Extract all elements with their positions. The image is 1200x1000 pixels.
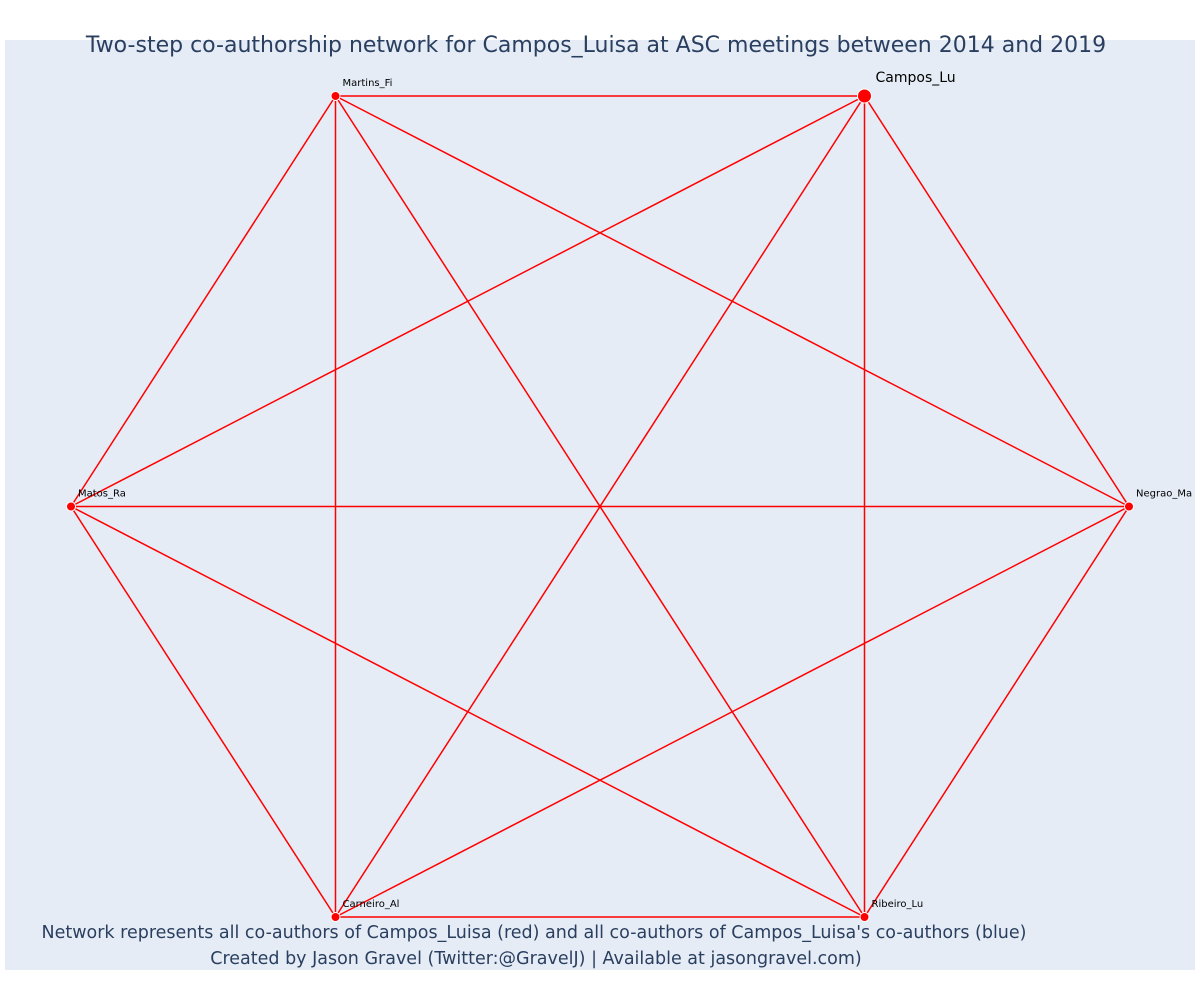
node-label-martins-fi: Martins_Fi (343, 78, 393, 89)
edge-martins-fi-matos-ra (70, 95, 337, 507)
node-ribeiro-lu[interactable] (859, 912, 870, 922)
edge-matos-ra-ribeiro-lu (70, 505, 865, 918)
footer-line-2: Created by Jason Gravel (Twitter:@Gravel… (210, 949, 861, 969)
node-label-negrao-ma: Negrao_Ma (1136, 489, 1192, 500)
footer-line-1: Network represents all co-authors of Cam… (42, 923, 1027, 943)
node-label-campos-lu: Campos_Lu (876, 70, 956, 86)
edge-ribeiro-lu-negrao-ma (863, 506, 1130, 918)
edge-carneiro-al-negrao-ma (335, 505, 1130, 918)
node-label-carneiro-al: Carneiro_Al (343, 899, 400, 910)
nodes-layer (66, 88, 1134, 922)
edge-campos-lu-matos-ra (70, 95, 865, 508)
node-label-ribeiro-lu: Ribeiro_Lu (872, 899, 924, 910)
edges-layer (70, 95, 1130, 918)
node-label-matos-ra: Matos_Ra (78, 489, 126, 500)
plot-background (5, 40, 1195, 970)
node-campos-lu[interactable] (857, 88, 872, 104)
edge-matos-ra-carneiro-al (70, 506, 337, 918)
node-martins-fi[interactable] (330, 91, 341, 101)
node-matos-ra[interactable] (66, 501, 76, 512)
node-negrao-ma[interactable] (1124, 501, 1134, 512)
edge-campos-lu-negrao-ma (863, 95, 1130, 507)
node-carneiro-al[interactable] (330, 912, 341, 922)
chart-title: Two-step co-authorship network for Campo… (85, 33, 1106, 58)
